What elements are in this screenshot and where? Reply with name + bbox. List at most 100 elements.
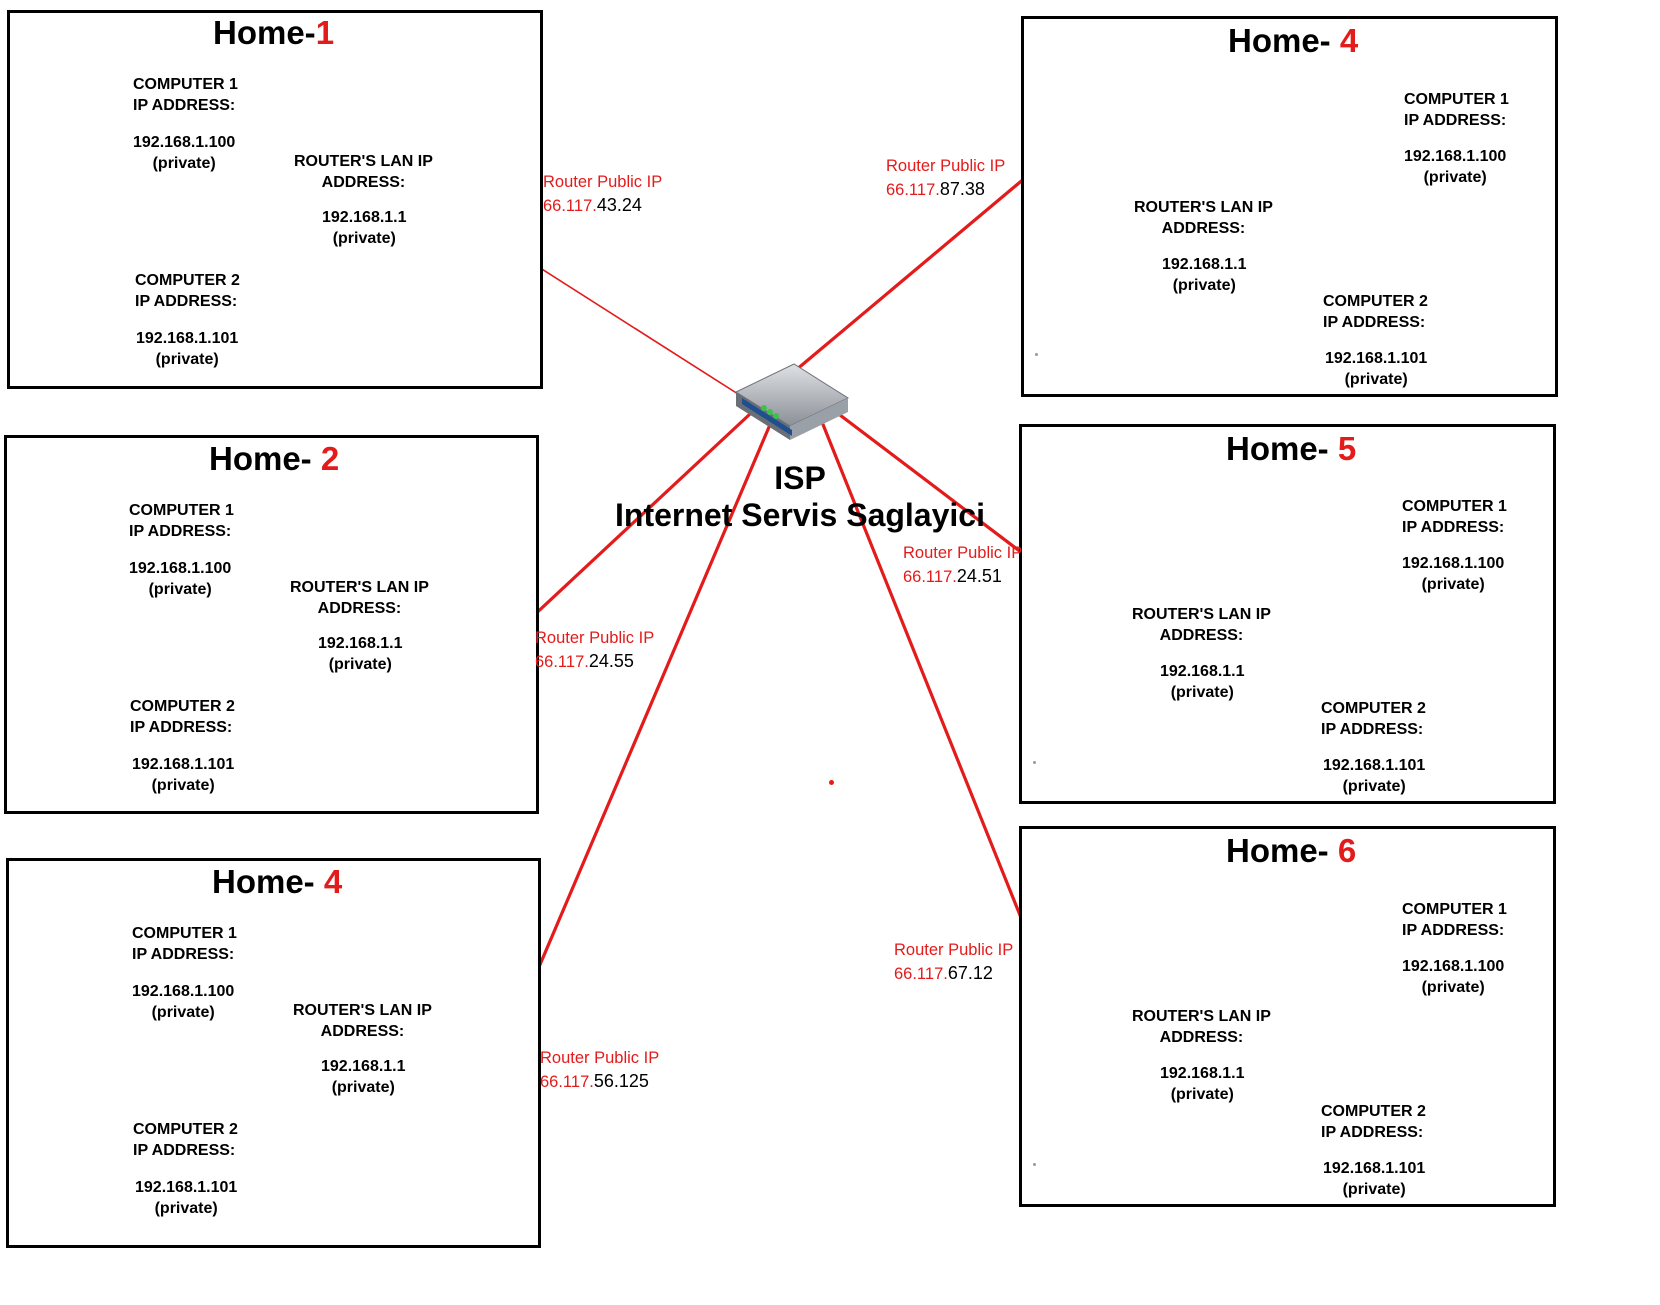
ip-address-label: IP ADDRESS: — [130, 719, 233, 736]
home-number: 2 — [320, 440, 340, 477]
home-number: 4 — [1339, 22, 1359, 59]
public-ip-suffix: 87.38 — [939, 179, 985, 199]
computer2-ip-home-2: 192.168.1.101 (private) — [132, 754, 234, 796]
private-label: (private) — [151, 1004, 215, 1021]
computer2-ip: 192.168.1.101 — [132, 756, 235, 773]
router-lan-ip-label: ROUTER'S LAN IP — [294, 153, 433, 170]
ip-address-label: IP ADDRESS: — [1323, 314, 1426, 331]
computer1-ip-home-5: 192.168.1.100(private) — [1402, 553, 1504, 595]
computer1-ip: 192.168.1.100 — [1404, 148, 1507, 165]
computer2-ip-home-4: 192.168.1.101(private) — [1325, 348, 1427, 390]
home-box-6 — [1019, 826, 1556, 1207]
isp-router-icon — [735, 363, 849, 441]
home-title-2: Home- 2 — [209, 440, 339, 478]
public-ip-prefix: 66.117. — [903, 568, 957, 586]
computer1-label-home-2: COMPUTER 1 IP ADDRESS: — [129, 500, 234, 542]
private-label: (private) — [154, 1200, 218, 1217]
router-lan-ip-home-1: 192.168.1.1(private) — [322, 207, 407, 249]
router-lan-ip-home-6: 192.168.1.1 (private) — [1160, 1063, 1245, 1105]
router-lan-ip-label: ROUTER'S LAN IP — [293, 1002, 432, 1019]
ip-address-label: IP ADDRESS: — [1321, 721, 1424, 738]
private-label: (private) — [1170, 1086, 1234, 1103]
computer1-name: COMPUTER 1 — [133, 76, 238, 93]
public-ip-suffix: 56.125 — [593, 1071, 649, 1091]
computer1-ip-home-1: 192.168.1.100(private) — [133, 132, 235, 174]
router-lan-ip-label: ROUTER'S LAN IP — [1134, 199, 1273, 216]
computer2-label-home-1: COMPUTER 2 IP ADDRESS: — [135, 270, 240, 312]
public-ip-suffix: 24.55 — [588, 651, 634, 671]
private-label: (private) — [328, 656, 392, 673]
computer1-name: COMPUTER 1 — [129, 502, 234, 519]
stray-dot-grey-5 — [1033, 761, 1036, 764]
home-title-5: Home- 5 — [1226, 430, 1356, 468]
router-lan-ip: 192.168.1.1 — [321, 1058, 406, 1075]
ip-address-label: IP ADDRESS: — [135, 293, 238, 310]
ip-address-label: IP ADDRESS: — [129, 523, 232, 540]
computer1-name: COMPUTER 1 — [1402, 901, 1507, 918]
ip-address-label: IP ADDRESS: — [1321, 1124, 1424, 1141]
router-lan-ip-home-5: 192.168.1.1(private) — [1160, 661, 1245, 703]
router-lan-ip-label: ROUTER'S LAN IP — [1132, 606, 1271, 623]
router-address-label: ADDRESS: — [1161, 220, 1246, 237]
home-prefix: Home- — [1226, 430, 1338, 467]
computer2-name: COMPUTER 2 — [1321, 1103, 1426, 1120]
public-ip-prefix: 66.117. — [540, 1073, 594, 1091]
router-public-ip-label: Router Public IP — [886, 157, 1006, 175]
private-label: (private) — [1423, 169, 1487, 186]
computer2-name: COMPUTER 2 — [133, 1121, 238, 1138]
home-title-1: Home-1 — [213, 14, 334, 52]
computer2-ip: 192.168.1.101 — [136, 330, 239, 347]
public-ip-suffix: 43.24 — [596, 195, 642, 215]
computer1-ip-home-6: 192.168.1.100(private) — [1402, 956, 1504, 998]
computer2-ip: 192.168.1.101 — [135, 1179, 238, 1196]
router-lan-ip-home-4: 192.168.1.1(private) — [1162, 254, 1247, 296]
home-title-6: Home- 6 — [1226, 832, 1356, 870]
computer2-name: COMPUTER 2 — [135, 272, 240, 289]
private-label: (private) — [1342, 778, 1406, 795]
computer1-ip-home-4: 192.168.1.100 (private) — [1404, 146, 1506, 188]
computer1-ip: 192.168.1.100 — [129, 560, 232, 577]
computer2-ip-home-1: 192.168.1.101 (private) — [136, 328, 238, 370]
computer2-ip: 192.168.1.101 — [1323, 757, 1426, 774]
stray-dot-grey-4 — [1035, 353, 1038, 356]
stray-dot-grey-6 — [1033, 1163, 1036, 1166]
ip-address-label: IP ADDRESS: — [133, 1142, 236, 1159]
private-label: (private) — [1342, 1181, 1406, 1198]
public-ip-suffix: 67.12 — [947, 963, 993, 983]
computer2-label-home-6: COMPUTER 2 IP ADDRESS: — [1321, 1101, 1426, 1143]
home-prefix: Home- — [213, 14, 316, 51]
computer1-name: COMPUTER 1 — [1402, 498, 1507, 515]
home-box-5 — [1019, 424, 1556, 804]
router-lan-label-home-3: ROUTER'S LAN IP ADDRESS: — [293, 1000, 432, 1042]
private-label: (private) — [151, 777, 215, 794]
computer1-name: COMPUTER 1 — [132, 925, 237, 942]
router-lan-ip: 192.168.1.1 — [322, 209, 407, 226]
router-lan-ip-label: ROUTER'S LAN IP — [1132, 1008, 1271, 1025]
router-address-label: ADDRESS: — [321, 174, 406, 191]
wan-link-home-4 — [794, 160, 1046, 372]
computer1-ip: 192.168.1.100 — [132, 983, 235, 1000]
private-label: (private) — [155, 351, 219, 368]
public-ip-prefix: 66.117. — [543, 197, 597, 215]
router-lan-ip-home-3: 192.168.1.1(private) — [321, 1056, 406, 1098]
router-address-label: ADDRESS: — [1159, 1029, 1244, 1046]
home-number: 4 — [323, 863, 343, 900]
home-title-3: Home- 4 — [212, 863, 342, 901]
computer2-name: COMPUTER 2 — [130, 698, 235, 715]
computer2-ip: 192.168.1.101 — [1323, 1160, 1426, 1177]
router-lan-label-home-4: ROUTER'S LAN IP ADDRESS: — [1134, 197, 1273, 239]
router-address-label: ADDRESS: — [320, 1023, 405, 1040]
private-label: (private) — [1344, 371, 1408, 388]
public-ip-prefix: 66.117. — [535, 653, 589, 671]
router-public-ip-label: Router Public IP — [535, 629, 655, 647]
router-lan-ip: 192.168.1.1 — [1160, 1065, 1245, 1082]
home-number: 1 — [315, 14, 335, 51]
